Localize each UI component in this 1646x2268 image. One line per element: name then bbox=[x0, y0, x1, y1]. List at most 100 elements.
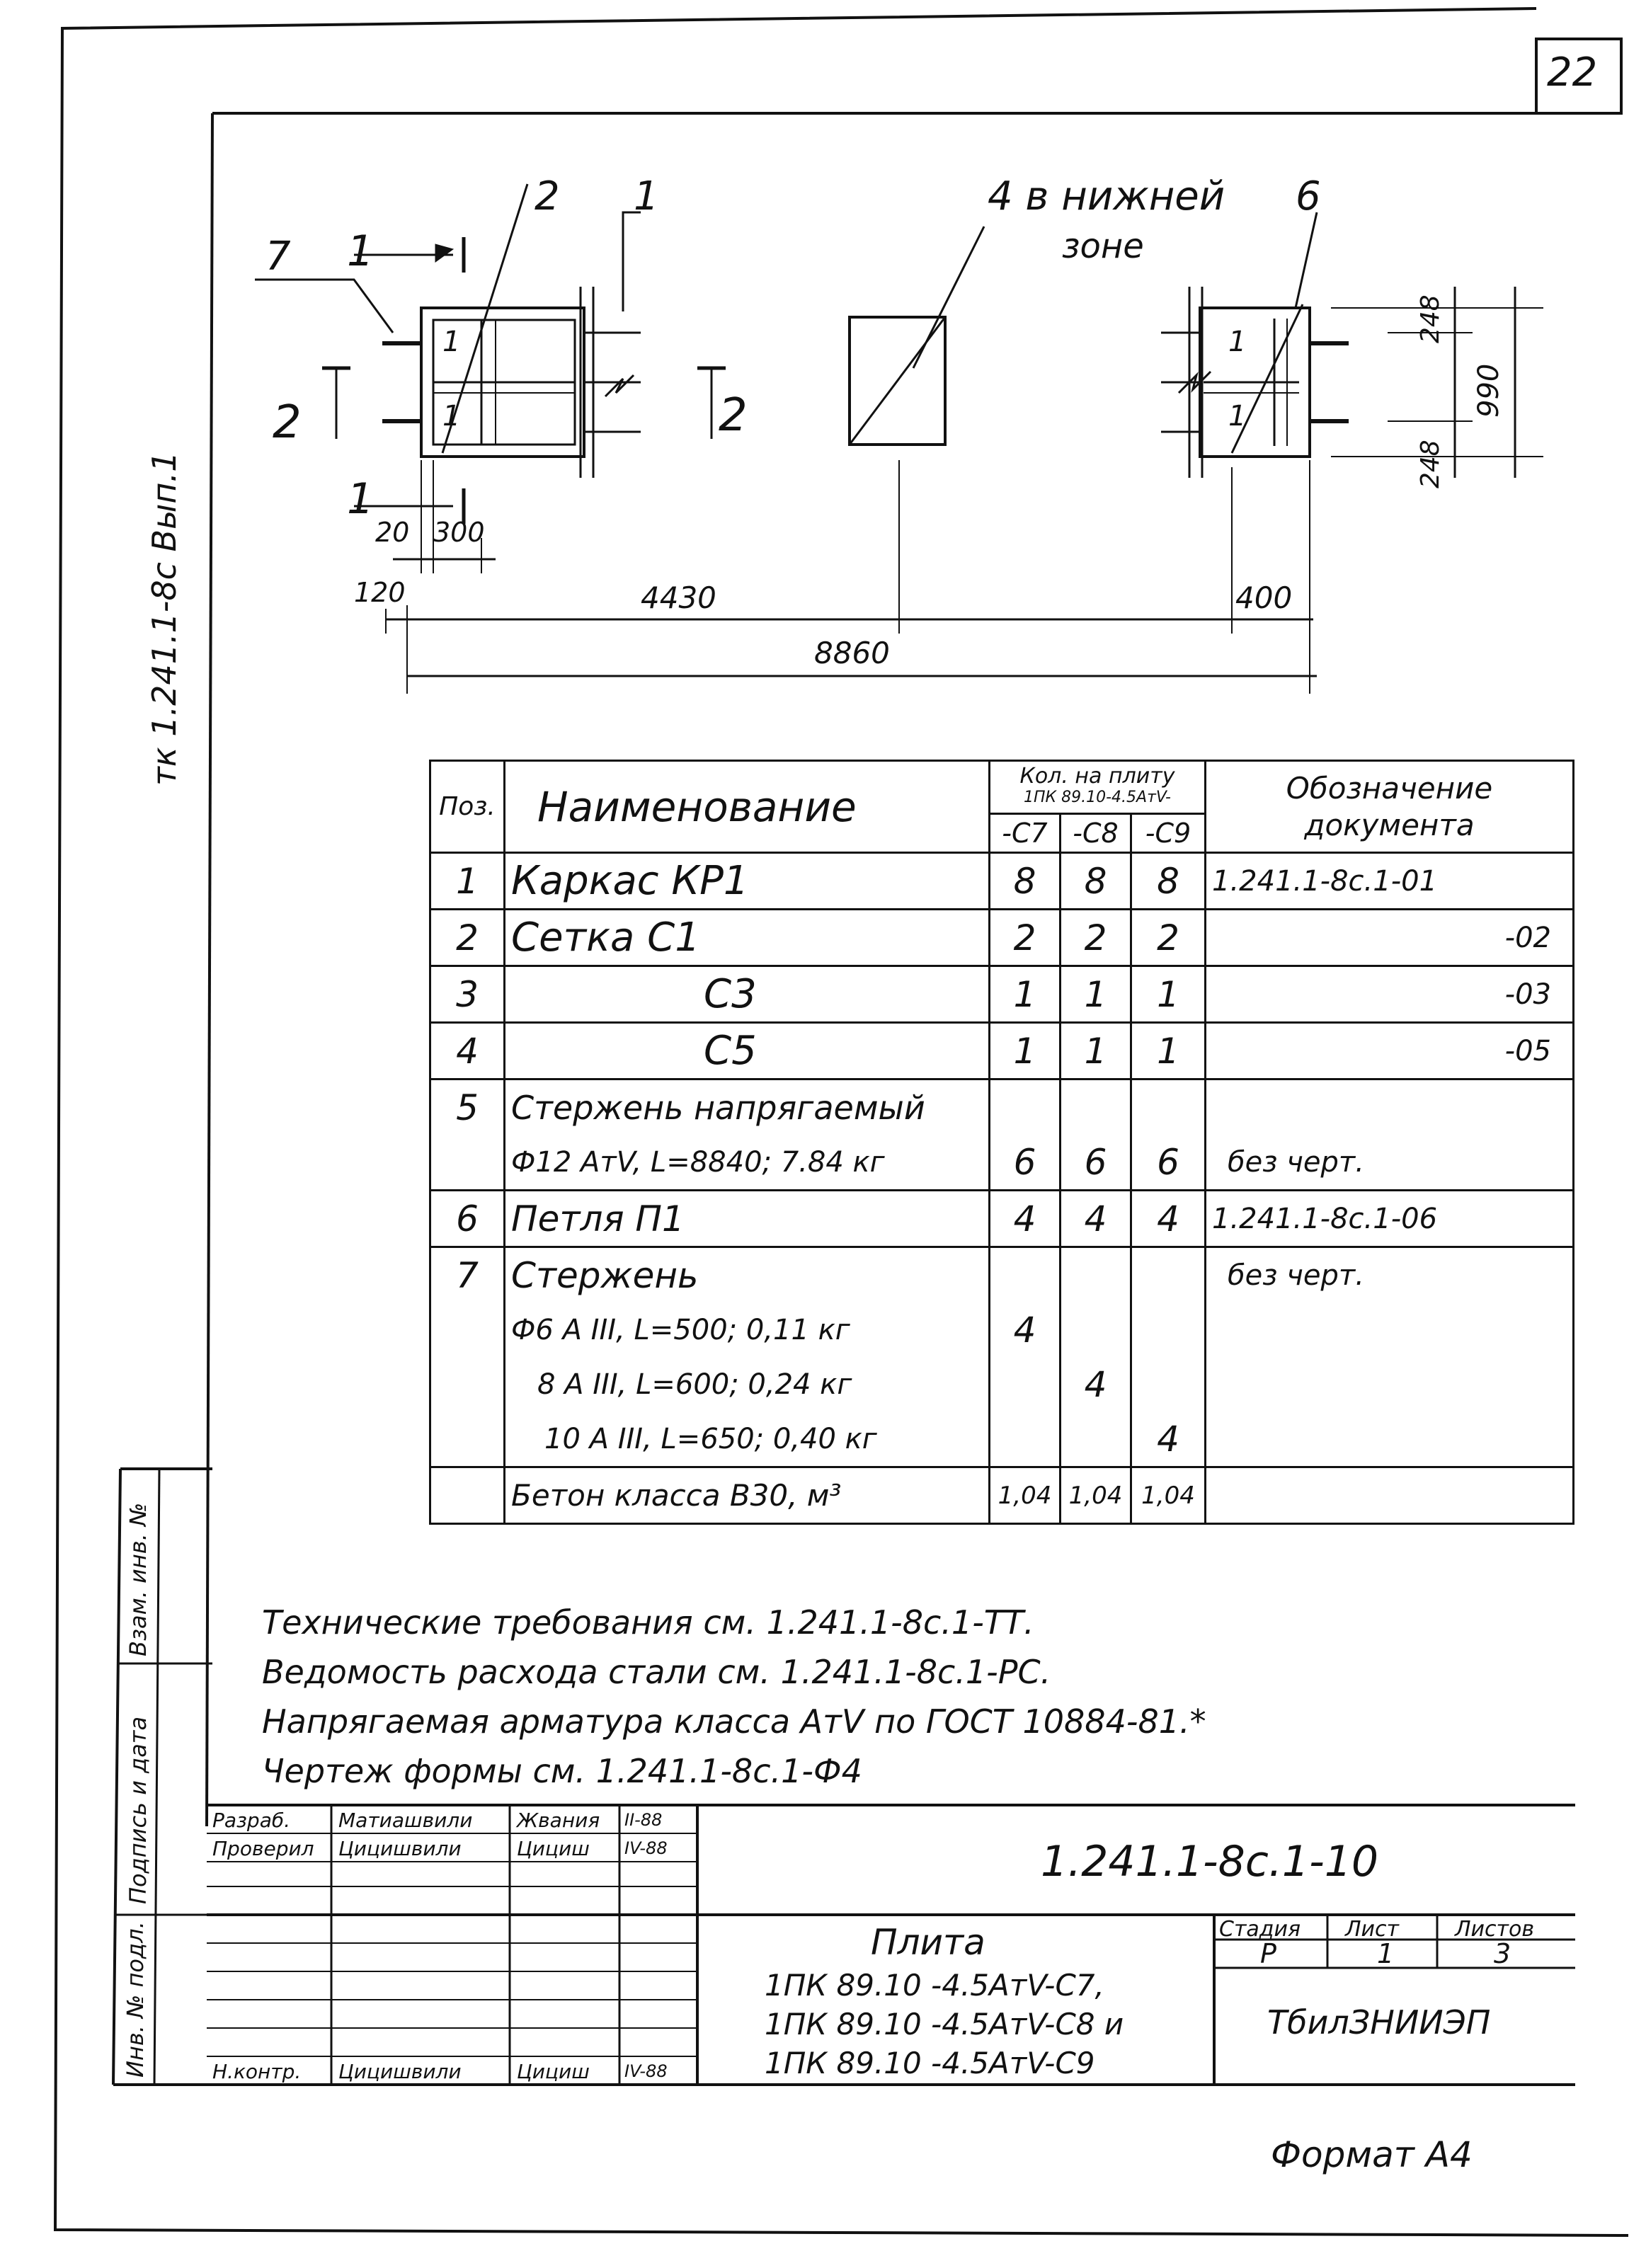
role-developer: Разраб. bbox=[212, 1809, 291, 1832]
header-doc-line2: документа bbox=[1304, 807, 1475, 842]
section-2-left: 2 bbox=[273, 396, 302, 449]
row-doc bbox=[1204, 1411, 1574, 1468]
row-name: 10 А III, L=650; 0,40 кг bbox=[503, 1411, 990, 1468]
dim-990: 990 bbox=[1473, 363, 1505, 418]
row-c9: 4 bbox=[1130, 1411, 1206, 1468]
row-c8 bbox=[1059, 1078, 1132, 1135]
row-c8: 8 bbox=[1059, 852, 1132, 910]
dim-120: 120 bbox=[354, 577, 406, 608]
organization: ТбилЗНИИЭП bbox=[1267, 2003, 1491, 2041]
stamp-replaced-inv: Взам. инв. № bbox=[125, 1502, 152, 1656]
section-2-right: 2 bbox=[719, 389, 748, 442]
row-name: Ф12 АтV, L=8840; 7.84 кг bbox=[503, 1135, 990, 1191]
product-line: 1ПК 89.10 -4.5АтV-С8 и bbox=[765, 2007, 1124, 2041]
sheet-label: Лист bbox=[1345, 1917, 1400, 1942]
row-name: 8 А III, L=600; 0,24 кг bbox=[503, 1357, 990, 1411]
role-checker: Проверил bbox=[212, 1837, 314, 1860]
row-c7 bbox=[988, 1246, 1061, 1302]
row-doc bbox=[1204, 1078, 1574, 1135]
stage-label: Стадия bbox=[1219, 1917, 1301, 1942]
row-c9: 1 bbox=[1130, 1021, 1206, 1080]
table-row: 7 Стержень без черт. bbox=[429, 1246, 1574, 1302]
row-c7 bbox=[988, 1411, 1061, 1468]
row-pos: 3 bbox=[429, 965, 505, 1024]
role-norm-control: Н.контр. bbox=[212, 2060, 302, 2083]
leader-pos4-line2: зоне bbox=[1062, 227, 1144, 266]
table-row: 1 Каркас КР1 8 8 8 1.241.1-8с.1-01 bbox=[429, 852, 1574, 910]
date-developer: II-88 bbox=[624, 1810, 663, 1830]
row-c7: 6 bbox=[988, 1135, 1061, 1191]
row-c7: 4 bbox=[988, 1302, 1061, 1357]
row-c9 bbox=[1130, 1302, 1206, 1357]
header-qty-group: Кол. на плиту 1ПК 89.10-4.5АтV- bbox=[988, 760, 1206, 815]
leader-pos7: 7 bbox=[265, 234, 291, 280]
header-c7: -С7 bbox=[988, 813, 1061, 854]
row-c7 bbox=[988, 1357, 1061, 1411]
row-c9 bbox=[1130, 1078, 1206, 1135]
table-row: 10 А III, L=650; 0,40 кг 4 bbox=[429, 1411, 1574, 1468]
outer-border-line bbox=[53, 7, 1629, 2237]
row-c7: 1,04 bbox=[988, 1466, 1061, 1525]
row-name: Петля П1 bbox=[503, 1189, 990, 1248]
side-code-label: тк 1.241.1-8с Вып.1 bbox=[145, 451, 183, 786]
leader-pos2: 2 bbox=[535, 173, 560, 219]
row-doc bbox=[1204, 1302, 1574, 1357]
table-row: 4 С5 1 1 1 -05 bbox=[429, 1021, 1574, 1080]
row-c7: 4 bbox=[988, 1189, 1061, 1248]
row-doc bbox=[1204, 1357, 1574, 1411]
row-name: Стержень bbox=[503, 1246, 990, 1302]
row-c8: 4 bbox=[1059, 1189, 1132, 1248]
row-c7: 1 bbox=[988, 1021, 1061, 1080]
row-c8: 4 bbox=[1059, 1357, 1132, 1411]
row-pos: 2 bbox=[429, 908, 505, 967]
row-doc: -03 bbox=[1204, 965, 1574, 1024]
row-doc: 1.241.1-8с.1-01 bbox=[1204, 852, 1574, 910]
header-pos: Поз. bbox=[429, 760, 505, 854]
frame-mark-left-lower: 1 bbox=[442, 400, 461, 433]
product-line: 1ПК 89.10 -4.5АтV-С7, bbox=[765, 1968, 1104, 2003]
row-doc: -02 bbox=[1204, 908, 1574, 967]
row-c9: 1,04 bbox=[1130, 1466, 1206, 1525]
row-c8: 1,04 bbox=[1059, 1466, 1132, 1525]
leader-pos1: 1 bbox=[634, 173, 659, 219]
row-c9: 6 bbox=[1130, 1135, 1206, 1191]
dim-248-bottom: 248 bbox=[1416, 440, 1445, 488]
row-name: С3 bbox=[503, 965, 990, 1024]
frame-mark-right-upper: 1 bbox=[1228, 326, 1247, 358]
row-name: Бетон класса В30, м³ bbox=[503, 1466, 990, 1525]
header-c9: -С9 bbox=[1130, 813, 1206, 854]
name-norm-control: Цицишвили bbox=[338, 2060, 462, 2083]
table-row: Ф6 А III, L=500; 0,11 кг 4 bbox=[429, 1302, 1574, 1357]
dim-8860: 8860 bbox=[814, 636, 890, 670]
row-name: Сетка С1 bbox=[503, 908, 990, 967]
table-row: 8 А III, L=600; 0,24 кг 4 bbox=[429, 1357, 1574, 1411]
row-c7 bbox=[988, 1078, 1061, 1135]
product-title: Плита bbox=[871, 1922, 985, 1963]
sheets-value: 3 bbox=[1494, 1938, 1511, 1969]
note-line: Напрягаемая арматура класса АтV по ГОСТ … bbox=[262, 1702, 1206, 1741]
row-name: Стержень напрягаемый bbox=[503, 1078, 990, 1135]
inner-frame-left bbox=[205, 113, 214, 1827]
header-qty-line2: 1ПК 89.10-4.5АтV- bbox=[1023, 789, 1171, 806]
name-developer: Матиашвили bbox=[338, 1809, 473, 1832]
table-row: Бетон класса В30, м³ 1,04 1,04 1,04 bbox=[429, 1466, 1574, 1525]
row-pos bbox=[429, 1411, 505, 1468]
frame-mark-left-upper: 1 bbox=[442, 326, 461, 358]
row-doc: без черт. bbox=[1204, 1246, 1574, 1302]
row-c8: 6 bbox=[1059, 1135, 1132, 1191]
dim-400: 400 bbox=[1235, 580, 1293, 615]
header-c8: -С8 bbox=[1059, 813, 1132, 854]
sheet-number-box bbox=[1535, 38, 1623, 115]
row-doc: 1.241.1-8с.1-06 bbox=[1204, 1189, 1574, 1248]
document-code: 1.241.1-8с.1-10 bbox=[1041, 1837, 1379, 1886]
row-pos bbox=[429, 1302, 505, 1357]
row-c9: 2 bbox=[1130, 908, 1206, 967]
row-pos: 4 bbox=[429, 1021, 505, 1080]
row-c8: 1 bbox=[1059, 1021, 1132, 1080]
sign-checker: Цициш bbox=[517, 1837, 590, 1860]
name-checker: Цицишвили bbox=[338, 1837, 462, 1860]
row-doc: без черт. bbox=[1204, 1135, 1574, 1191]
date-norm-control: IV-88 bbox=[624, 2061, 668, 2081]
table-row: 5 Стержень напрягаемый bbox=[429, 1078, 1574, 1135]
date-checker: IV-88 bbox=[624, 1838, 668, 1858]
